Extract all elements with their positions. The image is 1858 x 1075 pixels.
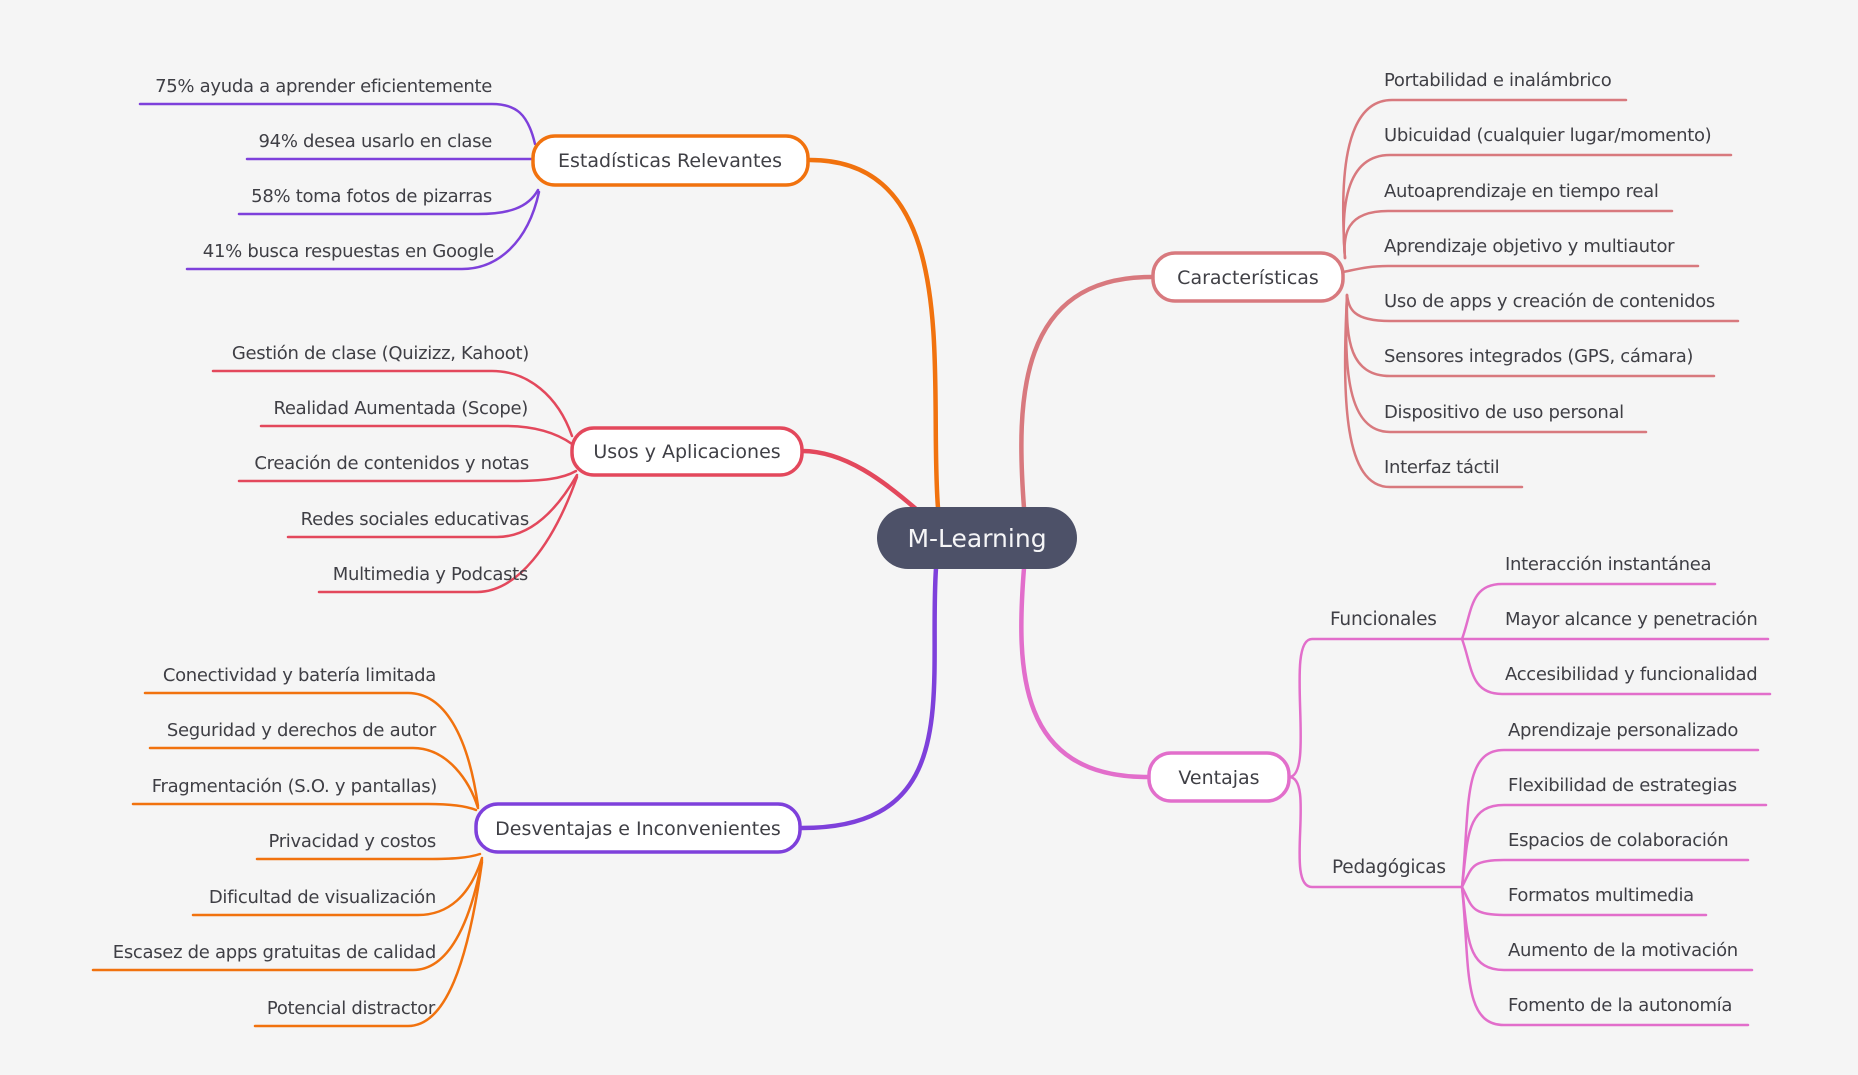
leaf-fun-alcance: Mayor alcance y penetración (1505, 609, 1757, 630)
root-node[interactable]: M-Learning (877, 507, 1077, 569)
link-usos (799, 448, 919, 512)
leaf-car-autoaprendizaje: Autoaprendizaje en tiempo real (1384, 181, 1659, 202)
leaf-line (255, 852, 482, 861)
leaf-ped-espacios: Espacios de colaboración (1508, 830, 1728, 851)
link-caracteristicas (1019, 274, 1154, 511)
link-estadisticas (807, 157, 941, 511)
leaf-stat-94: 94% desea usarlo en clase (259, 131, 493, 152)
group-line-pedagogicas (1287, 775, 1464, 889)
leaf-car-objetivo: Aprendizaje objetivo y multiautor (1384, 236, 1675, 257)
estadisticas-node-box[interactable] (531, 134, 810, 187)
leaf-line (1460, 803, 1768, 889)
usos-leaves: Gestión de clase (Quizizz, Kahoot) Reali… (232, 343, 529, 585)
leaf-line (211, 369, 574, 438)
leaf-uso-creacion: Creación de contenidos y notas (254, 453, 529, 474)
branch-node-desventajas[interactable]: Desventajas e Inconvenientes (474, 802, 802, 854)
leaf-ped-personalizado: Aprendizaje personalizado (1508, 720, 1738, 741)
leaf-desv-escasez: Escasez de apps gratuitas de calidad (113, 942, 436, 963)
leaf-line (237, 188, 540, 216)
leaf-line (1343, 293, 1524, 489)
branch-node-estadisticas[interactable]: Estadísticas Relevantes (531, 134, 810, 187)
leaf-car-apps: Uso de apps y creación de contenidos (1384, 291, 1715, 312)
leaf-ped-motivacion: Aumento de la motivación (1508, 940, 1738, 961)
leaf-desv-privacidad: Privacidad y costos (268, 831, 436, 852)
ventajas-node-label: Ventajas (1178, 767, 1259, 789)
link-ventajas (1019, 565, 1150, 780)
root-node-label: M-Learning (907, 524, 1046, 553)
leaf-stat-58: 58% toma fotos de pizarras (251, 186, 492, 207)
estadisticas-node-label: Estadísticas Relevantes (558, 150, 782, 172)
leaf-desv-distractor: Potencial distractor (267, 998, 436, 1019)
ventajas-leaves: Funcionales Pedagógicas Interacción inst… (1330, 554, 1758, 1016)
leaf-line (259, 424, 574, 446)
desventajas-node-box[interactable] (474, 802, 802, 854)
leaf-uso-realidad: Realidad Aumentada (Scope) (274, 398, 529, 419)
leaf-line (191, 856, 484, 917)
leaf-desv-dificultad: Dificultad de visualización (209, 887, 436, 908)
estadisticas-leaves: 75% ayuda a aprender eficientemente 94% … (155, 76, 494, 262)
leaf-line (237, 469, 578, 483)
leaf-uso-multimedia: Multimedia y Podcasts (333, 564, 528, 585)
leaf-line (1460, 582, 1717, 641)
group-line-funcionales (1287, 637, 1464, 779)
caracteristicas-leaves: Portabilidad e inalámbrico Ubicuidad (cu… (1384, 70, 1715, 478)
leaf-car-ubicuidad: Ubicuidad (cualquier lugar/momento) (1384, 125, 1711, 146)
leaf-line (1460, 858, 1750, 889)
leaf-line (286, 473, 579, 539)
caracteristicas-node-box[interactable] (1151, 251, 1345, 303)
link-desventajas (799, 565, 939, 831)
ventajas-node-box[interactable] (1147, 751, 1291, 803)
desventajas-leaves: Conectividad y batería limitada Segurida… (113, 665, 438, 1019)
leaf-line (253, 860, 484, 1028)
leaf-ped-autonomia: Fomento de la autonomía (1508, 995, 1732, 1016)
group-label-funcionales: Funcionales (1330, 609, 1437, 630)
leaf-line (1460, 637, 1772, 696)
branch-node-caracteristicas[interactable]: Características (1151, 251, 1345, 303)
leaf-desv-fragmentacion: Fragmentación (S.O. y pantallas) (152, 776, 437, 797)
leaf-line (185, 190, 541, 271)
leaf-line (1341, 264, 1700, 274)
leaf-line (138, 102, 537, 146)
branch-node-usos[interactable]: Usos y Aplicaciones (570, 426, 804, 477)
root-node-box[interactable] (877, 507, 1077, 569)
group-label-pedagogicas: Pedagógicas (1332, 857, 1446, 878)
leaf-ped-formatos: Formatos multimedia (1508, 885, 1694, 906)
leaf-fun-accesibilidad: Accesibilidad y funcionalidad (1505, 664, 1757, 685)
leaf-line (131, 802, 478, 812)
leaf-line (1460, 885, 1708, 917)
usos-leaf-lines (211, 369, 579, 594)
caracteristicas-node-label: Características (1177, 267, 1319, 289)
leaf-line (317, 475, 579, 594)
leaf-desv-seguridad: Seguridad y derechos de autor (167, 720, 437, 741)
leaf-uso-gestion: Gestión de clase (Quizizz, Kahoot) (232, 343, 529, 364)
leaf-line (1460, 748, 1760, 889)
usos-node-box[interactable] (570, 426, 804, 477)
branch-node-ventajas[interactable]: Ventajas (1147, 751, 1291, 803)
leaf-line (143, 691, 480, 808)
desventajas-leaf-lines (91, 691, 484, 1028)
leaf-line (1460, 885, 1750, 1027)
leaf-fun-interaccion: Interacción instantánea (1505, 554, 1711, 575)
caracteristicas-leaf-lines (1341, 98, 1740, 489)
leaf-line (1341, 98, 1628, 260)
desventajas-node-label: Desventajas e Inconvenientes (495, 818, 781, 840)
leaf-car-dispositivo: Dispositivo de uso personal (1384, 402, 1624, 423)
leaf-car-sensores: Sensores integrados (GPS, cámara) (1384, 346, 1693, 367)
leaf-car-portabilidad: Portabilidad e inalámbrico (1384, 70, 1612, 91)
leaf-line (1343, 209, 1674, 260)
leaf-stat-41: 41% busca respuestas en Google (203, 241, 494, 262)
leaf-stat-75: 75% ayuda a aprender eficientemente (155, 76, 492, 97)
usos-node-label: Usos y Aplicaciones (593, 441, 780, 463)
leaf-line (1342, 153, 1733, 260)
ventajas-group-lines (1287, 582, 1772, 1027)
leaf-ped-flexibilidad: Flexibilidad de estrategias (1508, 775, 1737, 796)
leaf-desv-conectividad: Conectividad y batería limitada (163, 665, 436, 686)
leaf-car-interfaz: Interfaz táctil (1384, 457, 1499, 478)
estadisticas-leaf-lines (138, 102, 541, 271)
leaf-line (91, 858, 484, 972)
leaf-uso-redes: Redes sociales educativas (301, 509, 529, 530)
leaf-line (148, 746, 480, 810)
